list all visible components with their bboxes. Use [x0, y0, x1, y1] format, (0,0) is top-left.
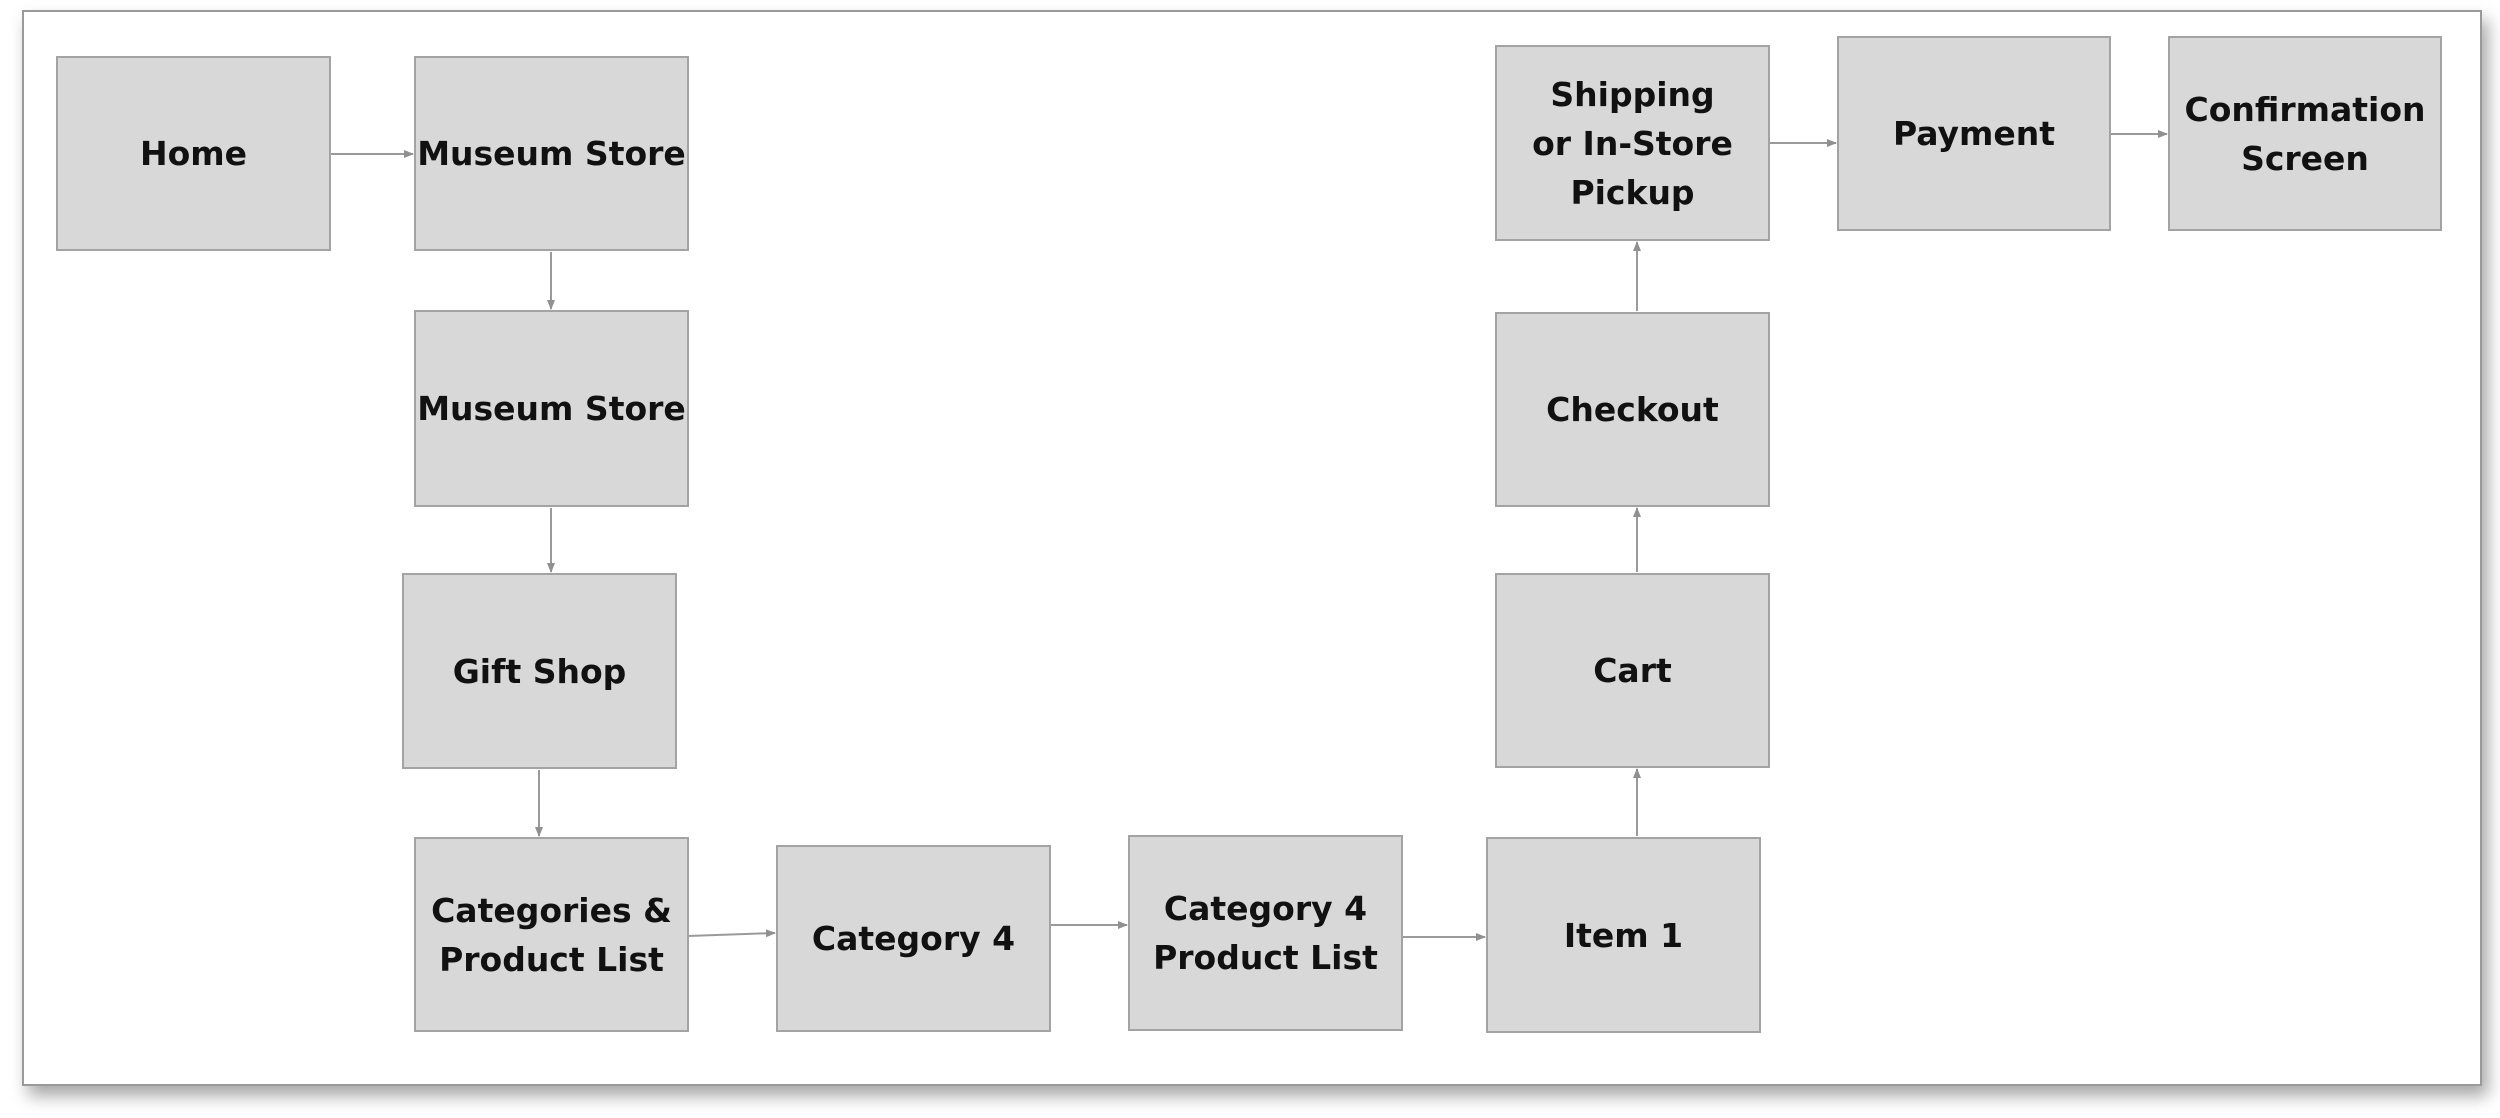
- node-home: Home: [56, 56, 331, 251]
- node-label: Checkout: [1546, 390, 1719, 429]
- node-label: Shipping or In-Store Pickup: [1532, 74, 1733, 212]
- node-checkout: Checkout: [1495, 312, 1770, 507]
- node-item-1: Item 1: [1486, 837, 1761, 1033]
- node-cart: Cart: [1495, 573, 1770, 768]
- node-gift-shop: Gift Shop: [402, 573, 677, 769]
- node-label: Confirmation Screen: [2184, 89, 2426, 178]
- node-payment: Payment: [1837, 36, 2111, 231]
- node-label: Cart: [1593, 651, 1672, 690]
- node-category-4-product-list: Category 4 Product List: [1128, 835, 1403, 1031]
- node-label: Payment: [1892, 114, 2056, 153]
- node-label: Museum Store: [417, 389, 686, 428]
- node-label: Museum Store: [417, 134, 686, 173]
- node-label: Category 4: [811, 919, 1016, 958]
- node-museum-store-2: Museum Store: [414, 310, 689, 507]
- node-label: Categories & Product List: [431, 890, 672, 979]
- node-shipping-or-in-store-pickup: Shipping or In-Store Pickup: [1495, 45, 1770, 241]
- node-label: Home: [139, 134, 248, 173]
- node-label: Category 4 Product List: [1153, 889, 1378, 977]
- node-category-4: Category 4: [776, 845, 1051, 1032]
- node-museum-store: Museum Store: [414, 56, 689, 251]
- edge-categories-to-category-4: [687, 929, 776, 938]
- node-categories-product-list: Categories & Product List: [414, 837, 689, 1032]
- node-label: Gift Shop: [452, 651, 627, 691]
- node-label: Item 1: [1563, 915, 1684, 955]
- node-confirmation-screen: Confirmation Screen: [2168, 36, 2442, 231]
